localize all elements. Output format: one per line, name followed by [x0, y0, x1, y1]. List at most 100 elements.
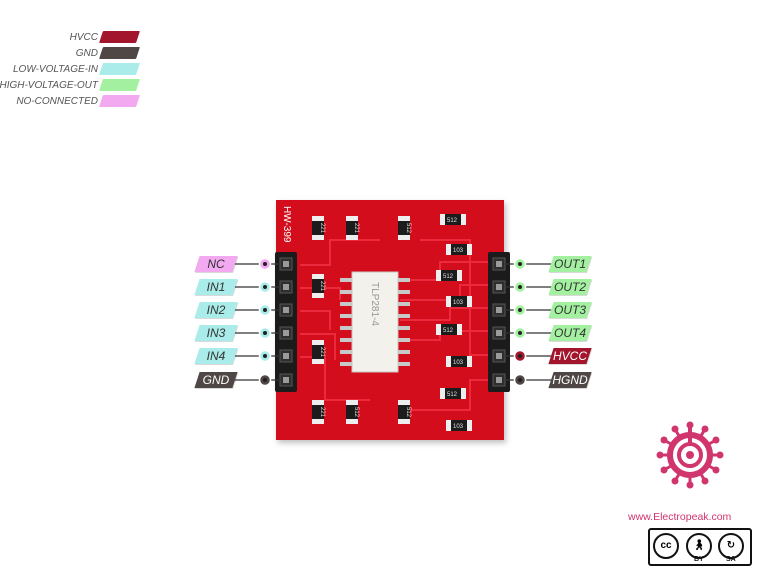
chip-pin [340, 362, 354, 366]
header-pin-metal [496, 261, 502, 267]
header-pin-metal [496, 330, 502, 336]
chip-pin [396, 338, 410, 342]
pin-label-out2: OUT2 [548, 279, 592, 295]
pin-label-text: IN2 [206, 303, 226, 317]
chip-pin [396, 314, 410, 318]
pin-dot-center [263, 378, 267, 382]
resistor-body [451, 244, 467, 255]
logo-spoke-dot [712, 436, 720, 444]
resistor-body [346, 221, 358, 235]
header-pin-metal [283, 330, 289, 336]
logo-spoke-dot [701, 425, 709, 433]
resistor-code: 512 [353, 407, 359, 418]
smd-resistor: 103 [446, 420, 472, 431]
resistor-body [451, 356, 467, 367]
smd-resistor: 103 [446, 244, 472, 255]
legend-item-no-connected: NO-CONNECTED [0, 94, 140, 110]
chip-body [351, 271, 399, 373]
header-pin-metal [496, 377, 502, 383]
pin-dot-center [263, 331, 267, 335]
resistor-body [451, 420, 467, 431]
cc-icon: cc [653, 533, 679, 559]
pin-label-text: IN4 [206, 349, 226, 363]
smd-resistor: 221 [312, 274, 325, 298]
chip-pin [340, 290, 354, 294]
pin-dot-center [263, 308, 267, 312]
pin-label-gnd: GND [194, 372, 238, 388]
pin-dot-center [263, 262, 267, 266]
color-legend: HVCC GND LOW-VOLTAGE-IN HIGH-VOLTAGE-OUT… [0, 30, 140, 110]
resistor-body [451, 296, 467, 307]
logo-spoke-dot [660, 466, 668, 474]
logo-spoke-dot [701, 477, 709, 485]
smd-resistor: 221 [346, 216, 359, 240]
logo-spoke-dot [686, 421, 694, 429]
smd-resistor: 512 [440, 214, 466, 225]
pin-label-nc: NC [194, 256, 238, 272]
board-silkscreen-label: HW-399 [281, 206, 292, 243]
resistor-body [312, 221, 324, 235]
pin-label-in2: IN2 [194, 302, 238, 318]
resistor-code: 103 [453, 300, 464, 306]
smd-resistor: 221 [312, 400, 325, 424]
resistor-code: 221 [353, 223, 359, 234]
resistor-body [441, 324, 457, 335]
logo-spoke-dot [656, 451, 664, 459]
smd-resistor: 221 [312, 216, 325, 240]
resistor-code: 221 [319, 347, 325, 358]
resistor-code: 221 [319, 281, 325, 292]
pin-label-text: GND [202, 373, 230, 387]
header-pin-metal [496, 307, 502, 313]
header-pin-metal [496, 284, 502, 290]
pin-dot-center [263, 354, 267, 358]
chip-pin [396, 326, 410, 330]
pin-label-hgnd: HGND [548, 372, 592, 388]
resistor-code: 221 [319, 223, 325, 234]
legend-item-low-voltage-in: LOW-VOLTAGE-IN [0, 62, 140, 78]
creative-commons-badge: cc 🚶︎ ↻ BY SA [648, 528, 752, 566]
pin-dot-center [518, 285, 522, 289]
header-pin-metal [283, 284, 289, 290]
chip-pin [340, 314, 354, 318]
chip-pin [396, 302, 410, 306]
resistor-body [312, 279, 324, 293]
pin-label-out4: OUT4 [548, 325, 592, 341]
header-pin-metal [283, 377, 289, 383]
pin-dot-center [518, 354, 522, 358]
pin-label-text: OUT3 [553, 303, 586, 317]
legend-label: GND [75, 48, 98, 59]
header-pin-metal [283, 261, 289, 267]
pin-dot-center [518, 331, 522, 335]
pin-dot-center [263, 285, 267, 289]
pin-label-text: NC [207, 257, 225, 271]
pin-label-in1: IN1 [194, 279, 238, 295]
logo-spoke-dot [671, 477, 679, 485]
pin-label-in4: IN4 [194, 348, 238, 364]
chip-pin [340, 278, 354, 282]
attribution-icon: 🚶︎ [686, 533, 712, 559]
smd-resistor: 103 [446, 296, 472, 307]
website-url[interactable]: www.Electropeak.com [628, 511, 732, 523]
chip-pin [340, 338, 354, 342]
smd-resistor: 512 [346, 400, 359, 424]
resistor-body [312, 345, 324, 359]
resistor-code: 221 [319, 407, 325, 418]
share-alike-icon: ↻ [718, 533, 744, 559]
pin-label-in3: IN3 [194, 325, 238, 341]
optocoupler-chip: TLP281-4 [340, 271, 410, 373]
resistor-body [445, 214, 461, 225]
legend-item-gnd: GND [0, 46, 140, 62]
electropeak-logo [656, 421, 724, 489]
logo-spoke-dot [716, 451, 724, 459]
smd-resistor: 512 [436, 270, 462, 281]
resistor-code: 103 [453, 248, 464, 254]
header-pin-metal [283, 307, 289, 313]
legend-label: LOW-VOLTAGE-IN [12, 64, 98, 75]
resistor-body [398, 405, 410, 419]
left-pin-header [275, 252, 297, 392]
resistor-body [346, 405, 358, 419]
resistor-code: 103 [453, 360, 464, 366]
chip-pin [340, 326, 354, 330]
chip-marking: TLP281-4 [369, 282, 380, 326]
resistor-code: 512 [447, 218, 458, 224]
